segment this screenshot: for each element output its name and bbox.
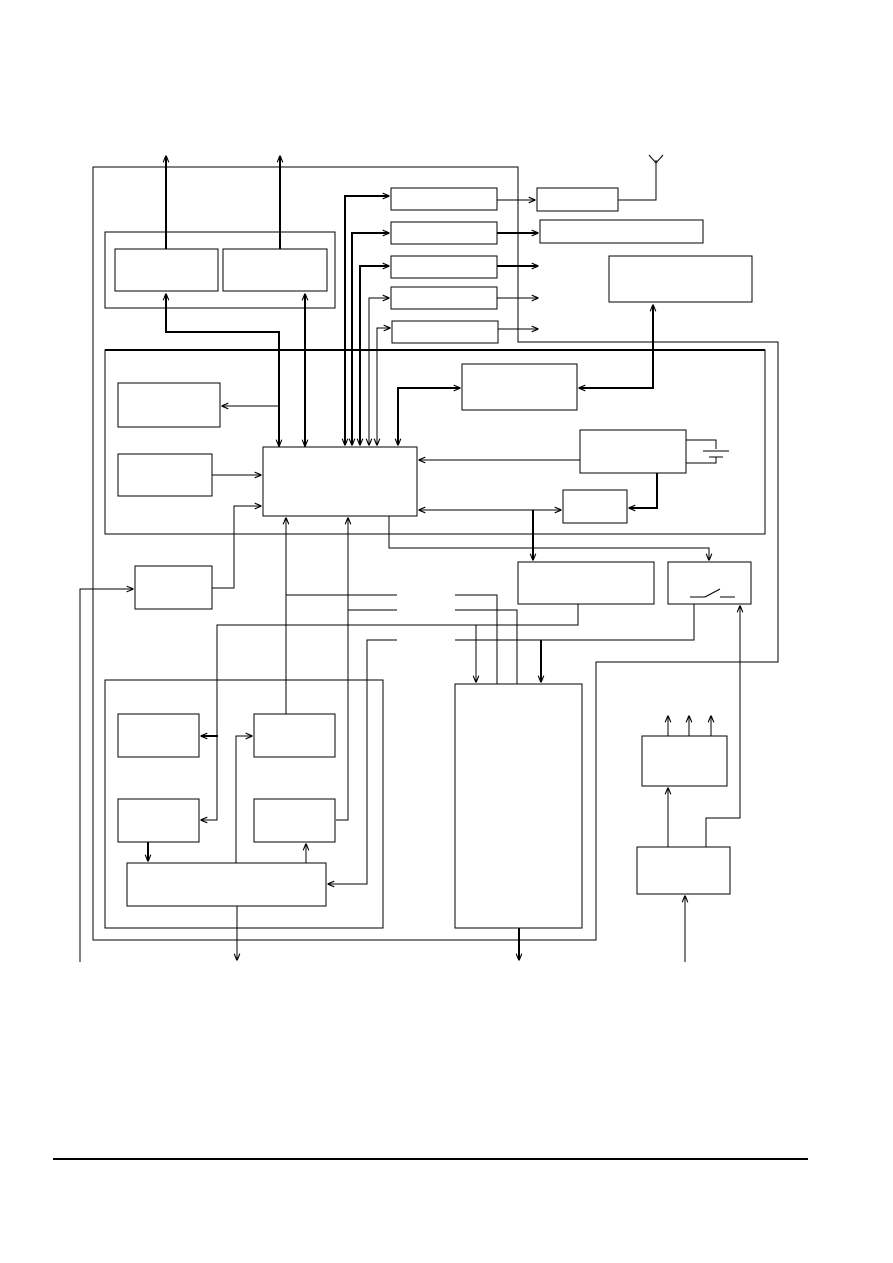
lower-wide-to-lower-block-2 [235,736,252,863]
control-left-block-1 [117,382,221,428]
bus-line-2b [455,609,518,684]
switch-symbol [690,588,735,598]
bus-line-4b [328,639,397,884]
outer-enclosure [92,166,779,941]
driver-block-4 [390,286,498,310]
bus-line-4 [455,604,695,641]
cpu-to-lower-block-4 [336,518,348,821]
bus-to-driver-5 [377,328,390,445]
terminal-block [454,683,583,929]
central-processor-block [262,446,418,517]
memory-to-interface [579,305,653,388]
driver-block-3 [390,255,498,279]
antenna-symbol [618,154,664,201]
output-block-1 [114,248,219,292]
driver-block-2 [390,221,498,245]
driver-block-5 [391,320,499,344]
power-to-small-control [629,473,658,508]
rf-block [536,187,619,212]
cpu-to-output-1 [166,294,279,446]
lower-block-2 [253,713,336,758]
lower-block-1 [117,713,200,758]
control-left-block-2 [117,453,213,497]
lower-block-4 [253,798,336,843]
battery-symbol [686,439,729,464]
memory-block [461,363,578,411]
bus-line-1b [455,594,498,684]
lower-group-frame [104,679,384,929]
input-block [134,565,213,610]
supply-to-switch [705,606,740,847]
supply-block [636,846,731,895]
bus-to-driver-2 [352,233,389,445]
external-interface-block [608,255,753,303]
distribution-block [641,735,728,787]
driver-block-1 [390,187,498,211]
wide-output-block [539,219,704,244]
bus-line-3 [201,604,579,820]
lower-block-3 [117,798,200,843]
bus-to-driver-3 [360,266,389,445]
cpu-to-switch [388,516,709,560]
small-control-block [562,489,628,524]
bus-to-driver-4 [369,298,389,445]
output-block-2 [222,248,328,292]
cpu-to-memory [398,388,460,445]
bus-to-driver-1 [345,196,389,445]
input-to-cpu [212,506,261,589]
switch-block [667,561,752,605]
lower-wide-block [126,862,327,907]
display-block [517,561,655,605]
external-input-line [79,589,133,962]
power-block [579,429,687,474]
